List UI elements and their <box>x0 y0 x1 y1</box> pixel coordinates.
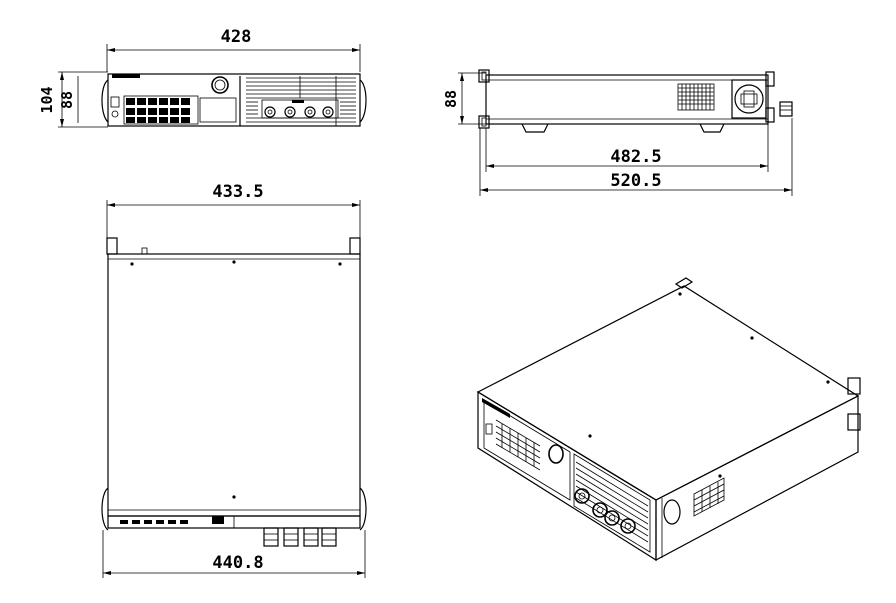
top-width-total-label: 440.8 <box>212 553 263 573</box>
side-vent <box>677 83 715 111</box>
iso-terminals <box>574 488 636 534</box>
front-height-dimension: 104 88 <box>38 71 108 128</box>
front-height-total-label: 104 <box>38 86 56 113</box>
front-view: 428 104 88 <box>38 27 367 128</box>
isometric-view <box>476 277 861 562</box>
side-height-dimension: 88 <box>442 72 486 125</box>
front-keypad <box>123 95 199 125</box>
top-terminals <box>263 527 337 547</box>
top-width-total-dimension: 440.8 <box>102 530 366 578</box>
top-view: 433.5 <box>101 182 367 578</box>
side-depth-total-label: 520.5 <box>610 171 661 191</box>
side-depth-total-dimension: 520.5 <box>479 118 793 196</box>
side-depth-label: 482.5 <box>610 147 661 167</box>
side-view: 88 <box>442 69 793 196</box>
side-depth-dimension: 482.5 <box>485 124 769 172</box>
side-height-label: 88 <box>442 90 460 108</box>
front-grille <box>246 76 356 126</box>
front-height-inner-label: 88 <box>58 91 76 109</box>
front-width-dimension: 428 <box>106 27 361 72</box>
front-width-label: 428 <box>221 27 252 47</box>
side-rear-fan <box>731 79 767 119</box>
iso-grille <box>575 461 649 543</box>
top-width-dimension: 433.5 <box>106 182 361 240</box>
iso-rear-vent <box>663 477 725 525</box>
top-width-label: 433.5 <box>212 182 263 202</box>
iso-keypad <box>495 419 541 471</box>
front-terminals <box>261 99 339 119</box>
